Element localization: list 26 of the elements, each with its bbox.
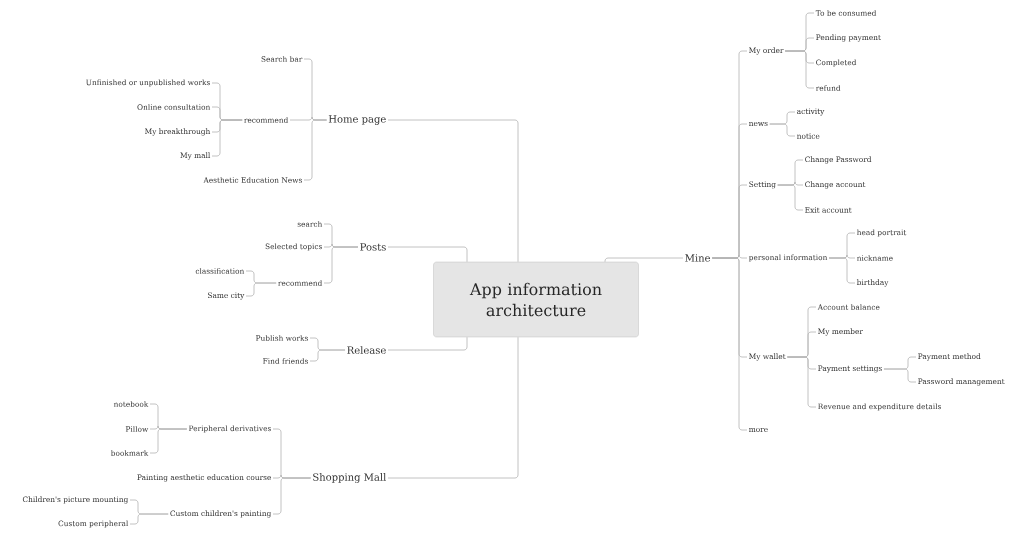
connector-line (272, 477, 312, 515)
connector-line (387, 336, 468, 351)
connector-line (245, 282, 277, 297)
connector-line (777, 184, 804, 211)
connector-line (309, 349, 346, 362)
connector-line (604, 257, 684, 263)
connector-line (211, 119, 243, 157)
connector-line (387, 336, 519, 479)
connector-line (883, 368, 917, 383)
connector-line (323, 246, 359, 284)
connector-line (784, 50, 815, 89)
connector-line (711, 257, 748, 431)
connector-line (303, 119, 327, 181)
connector-line (769, 123, 796, 137)
branch-label: Shopping Mall (313, 473, 386, 483)
connector-line (828, 257, 856, 284)
branch-label: Home page (328, 115, 386, 125)
connector-line (129, 513, 169, 525)
branch-label: Posts (360, 243, 386, 251)
connector-line (786, 356, 817, 408)
topic-box: App information architecture (433, 261, 639, 338)
branch-label: Mine (685, 254, 710, 262)
connector-line (387, 246, 468, 263)
connector-line (387, 119, 519, 263)
connector-line (149, 428, 188, 454)
branch-label: Release (347, 346, 386, 354)
